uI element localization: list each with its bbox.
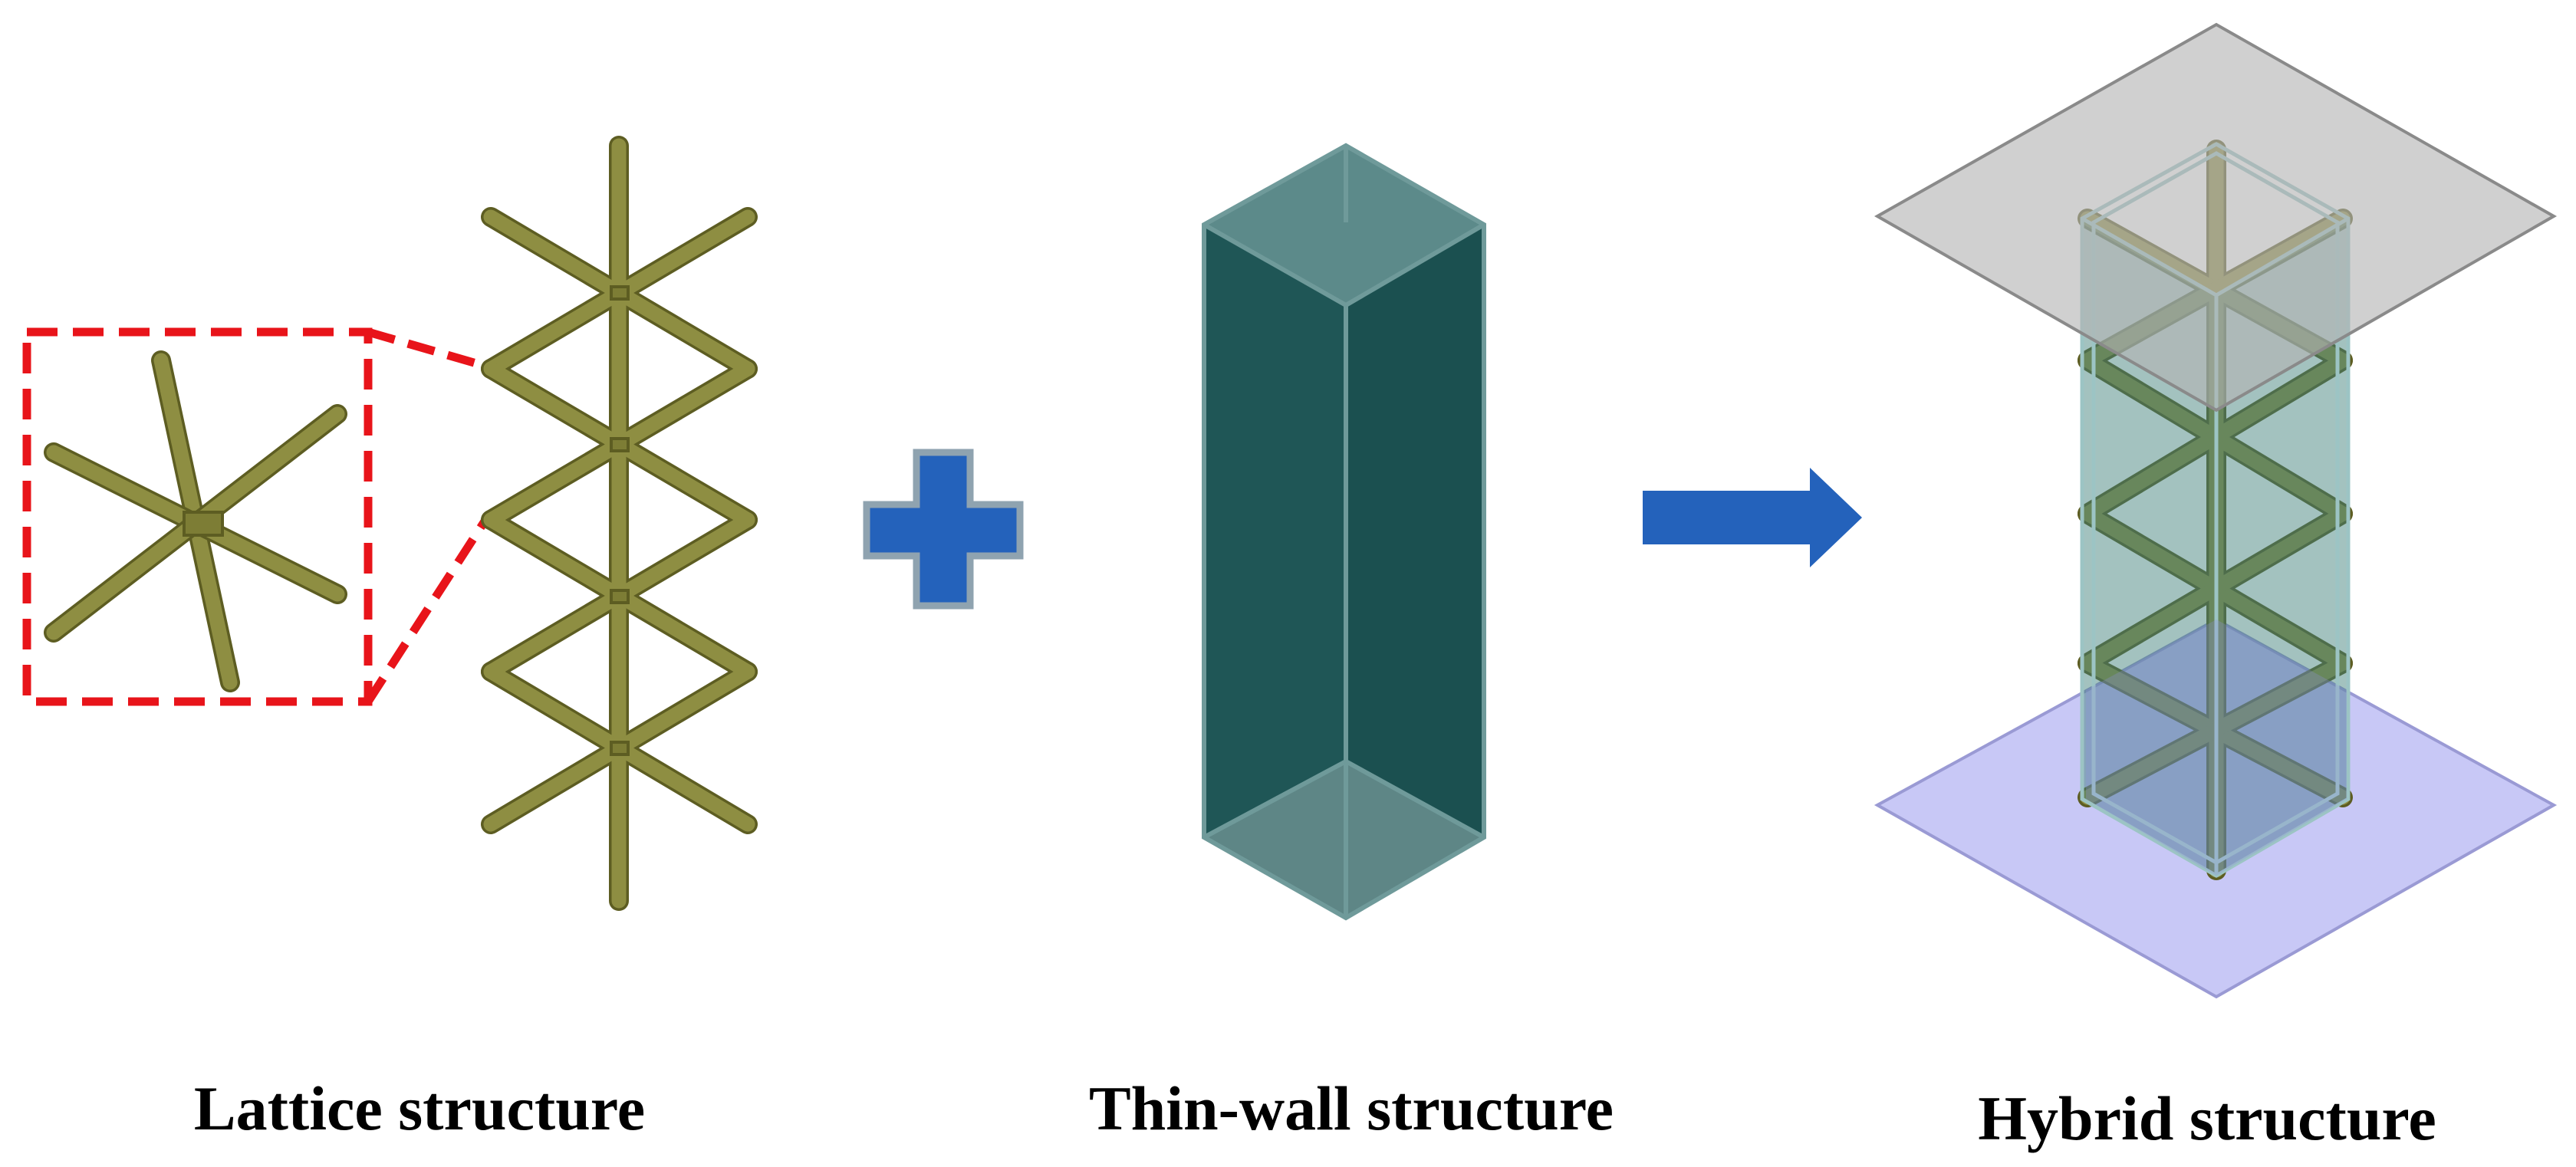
top-plate <box>1874 22 2558 413</box>
callout-box <box>22 327 491 706</box>
lattice-column <box>481 136 758 911</box>
right-arrow-icon <box>1643 468 1862 567</box>
thin-wall-structure-caption: Thin-wall structure <box>1088 1073 1614 1143</box>
lattice-structure-caption: Lattice structure <box>193 1073 646 1143</box>
plus-icon <box>863 449 1024 610</box>
hybrid-structure <box>1874 22 2558 999</box>
hybrid-structure-caption: Hybrid structure <box>1978 1083 2436 1153</box>
lattice-unit-cell <box>44 350 347 692</box>
thin-wall-column <box>1202 143 1486 921</box>
